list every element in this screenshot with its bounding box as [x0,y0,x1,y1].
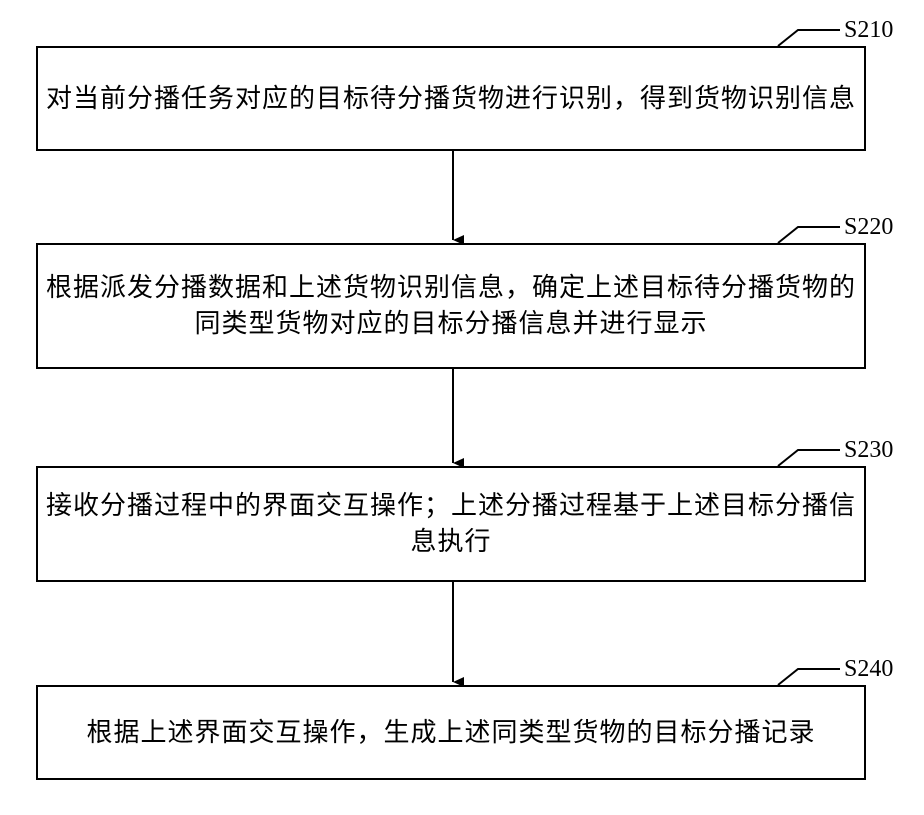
step-label-s230: S230 [844,438,893,462]
step-label-s210: S210 [844,18,893,42]
step-text-s220: 根据派发分播数据和上述货物识别信息，确定上述目标待分播货物的同类型货物对应的目标… [38,270,864,342]
label-leader-s220 [778,227,840,243]
step-label-s220: S220 [844,215,893,239]
label-leader-s240 [778,669,840,685]
step-box-s220: 根据派发分播数据和上述货物识别信息，确定上述目标待分播货物的同类型货物对应的目标… [36,243,866,369]
step-text-s230: 接收分播过程中的界面交互操作；上述分播过程基于上述目标分播信息执行 [38,488,864,560]
label-leader-s230 [778,450,840,466]
step-box-s210: 对当前分播任务对应的目标待分播货物进行识别，得到货物识别信息 [36,46,866,151]
step-text-s210: 对当前分播任务对应的目标待分播货物进行识别，得到货物识别信息 [40,81,862,117]
step-box-s240: 根据上述界面交互操作，生成上述同类型货物的目标分播记录 [36,685,866,780]
step-label-s240: S240 [844,657,893,681]
label-leader-s210 [778,30,840,46]
step-box-s230: 接收分播过程中的界面交互操作；上述分播过程基于上述目标分播信息执行 [36,466,866,582]
step-text-s240: 根据上述界面交互操作，生成上述同类型货物的目标分播记录 [80,715,821,751]
